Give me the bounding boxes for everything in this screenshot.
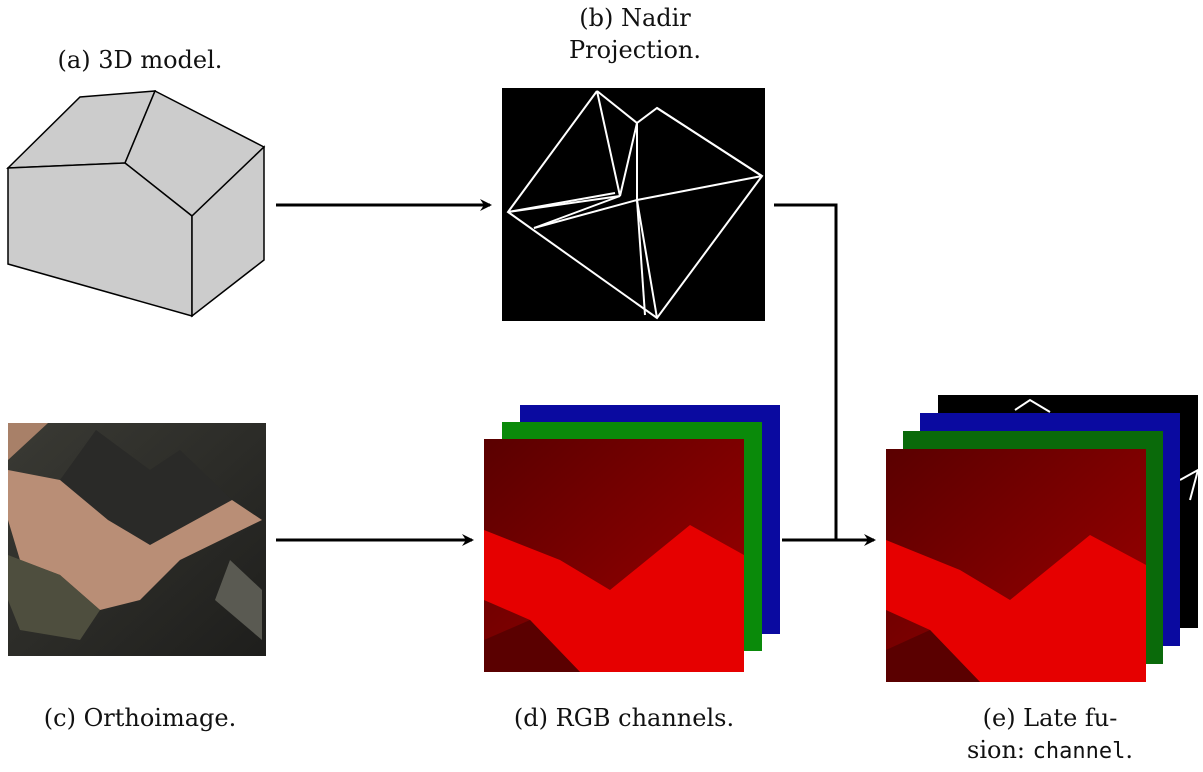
arrows (276, 199, 876, 546)
caption-orthoimage: (c) Orthoimage. (43, 704, 237, 732)
caption-nadir-projection: (b) Nadir Projection. (500, 2, 770, 66)
caption-fusion-suffix: . (1125, 736, 1133, 764)
caption-late-fusion: (e) Late fu- sion: channel. (930, 702, 1170, 768)
caption-fusion-prefix: sion: (967, 736, 1033, 764)
3d-model (6, 89, 266, 318)
caption-3d-model: (a) 3D model. (57, 46, 223, 74)
caption-nadir-line2: Projection. (568, 36, 701, 64)
caption-rgb-channels: (d) RGB channels. (513, 704, 735, 732)
caption-fusion-line2: sion: channel. (930, 734, 1170, 768)
nadir-projection (502, 88, 765, 321)
caption-fusion-line1: (e) Late fu- (982, 704, 1118, 732)
connector-projection-to-fusion (774, 203, 838, 540)
orthoimage (8, 423, 266, 656)
caption-nadir-line1: (b) Nadir (579, 4, 691, 32)
rgb-channels (484, 405, 780, 672)
wall-side (191, 145, 265, 318)
late-fusion-stack (886, 395, 1200, 682)
caption-fusion-code: channel (1032, 739, 1126, 764)
